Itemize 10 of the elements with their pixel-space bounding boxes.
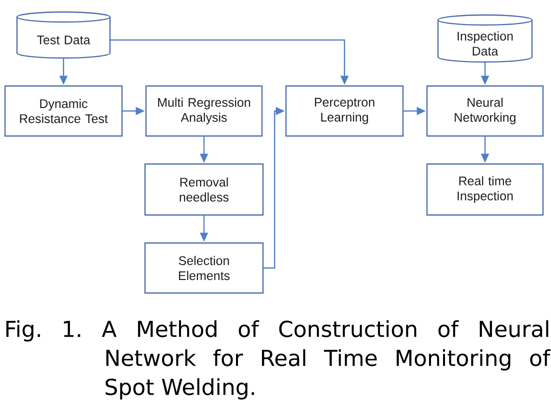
- process-box: Real time Inspection: [426, 163, 544, 216]
- process-box: Dynamic Resistance Test: [4, 85, 123, 137]
- process-box: Neural Networking: [426, 85, 544, 137]
- process-box: Multi Regression Analysis: [145, 85, 263, 137]
- process-box: Removal needless: [144, 163, 264, 216]
- database-cylinder: Test Data: [16, 11, 111, 59]
- caption: Fig. 1. A Method of Construction of Neural Network for Real Time Monitoring of Spot Welding.: [6, 320, 551, 400]
- database-cylinder: Inspection Data: [437, 14, 533, 63]
- process-box: Selection Elements: [144, 242, 264, 294]
- process-box: Perceptron Learning: [285, 85, 404, 137]
